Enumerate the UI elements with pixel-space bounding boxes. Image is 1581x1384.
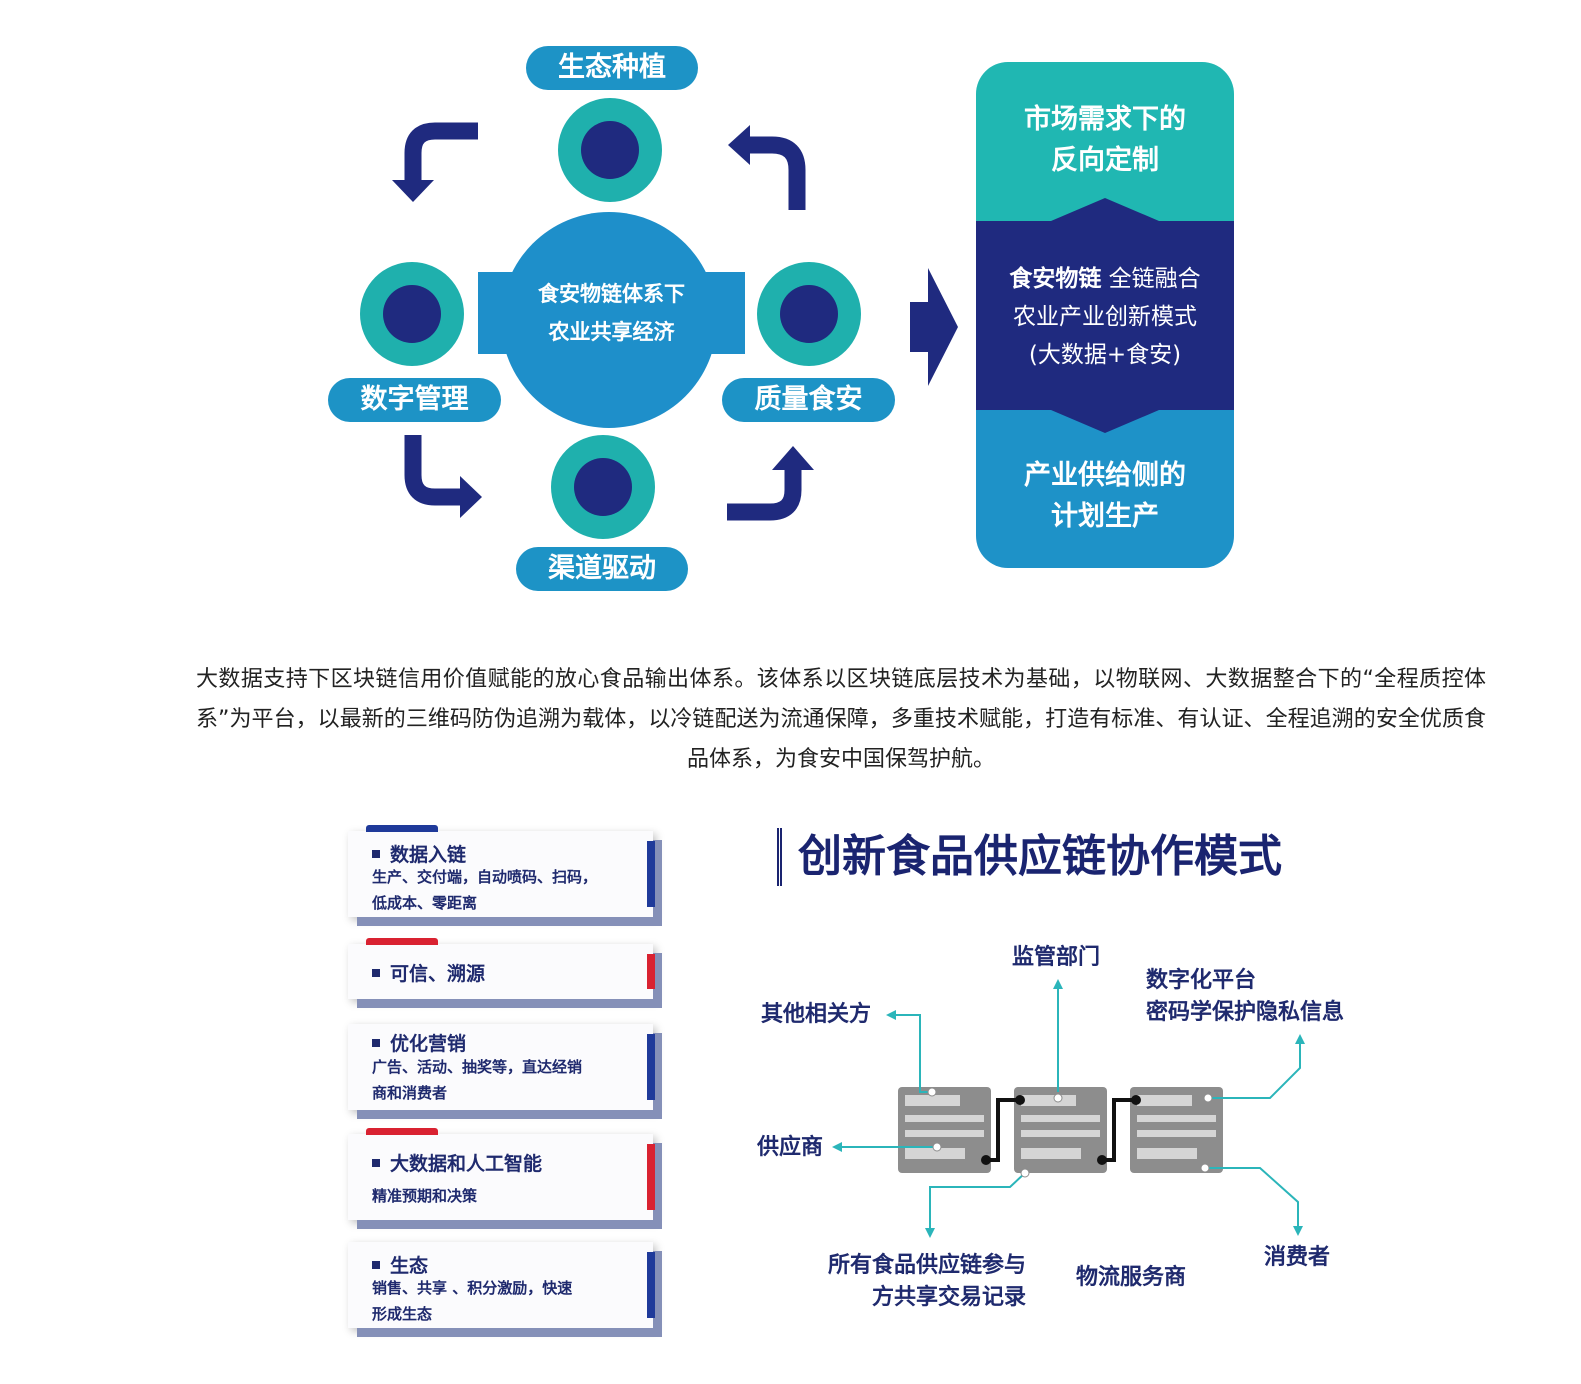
stack-middle-line1: 全链融合 (1108, 266, 1201, 292)
arrow-bottom-right (727, 470, 802, 521)
feature-card: 可信、溯源 (348, 938, 655, 999)
feature-card-desc: 生产、交付端，自动喷码、扫码，低成本、零距离 (372, 868, 598, 912)
label-channel-driven: 渠道驱动 (516, 547, 688, 591)
feature-card-title: 优化营销 (372, 1029, 466, 1056)
stack-bottom-text: 产业供给侧的 计划生产 (976, 455, 1234, 537)
stack-bottom-line1: 产业供给侧的 (1024, 460, 1186, 491)
feature-card-desc: 广告、活动、抽奖等，直达经销商和消费者 (372, 1058, 583, 1102)
brand-name: 食安物链 (1009, 266, 1102, 292)
cycle-arrows (392, 122, 814, 521)
stack-top-line2: 反向定制 (1051, 145, 1159, 176)
feature-card-title: 生态 (372, 1251, 428, 1278)
arrow-bottom-left (404, 435, 460, 506)
stack-middle-text: 食安物链 全链融合 农业产业创新模式 (大数据+食安) (976, 260, 1234, 374)
label-digital-management: 数字管理 (328, 378, 501, 422)
label-other-parties: 其他相关方 (761, 1002, 872, 1027)
label-supplier: 供应商 (757, 1135, 824, 1160)
label-consumer: 消费者 (1264, 1245, 1331, 1270)
arrow-top-right (750, 136, 806, 210)
feature-card: 大数据和人工智能 精准预期和决策 (348, 1128, 655, 1220)
label-ecological-planting: 生态种植 (526, 46, 698, 90)
stack-middle-line3: (大数据+食安) (1028, 342, 1182, 368)
block-group (898, 1087, 1223, 1173)
stack-chevrons (1051, 198, 1159, 433)
forward-arrow-icon (910, 268, 958, 386)
feature-card-title: 数据入链 (372, 840, 466, 867)
label-quality-safety: 质量食安 (722, 378, 895, 422)
description-paragraph: 大数据支持下区块链信用价值赋能的放心食品输出体系。该体系以区块链底层技术为基础，… (196, 667, 1486, 772)
node-top (558, 98, 662, 202)
label-platform: 数字化平台 密码学保护隐私信息 (1146, 968, 1345, 1025)
feature-card: 数据入链 生产、交付端，自动喷码、扫码，低成本、零距离 (348, 825, 655, 917)
center-label-line2: 农业共享经济 (548, 320, 675, 344)
node-right (757, 262, 861, 366)
stack-top-line1: 市场需求下的 (1024, 104, 1186, 135)
section-title: 创新食品供应链协作模式 (777, 828, 1282, 886)
feature-card-title: 大数据和人工智能 (372, 1149, 542, 1176)
arrow-top-left (404, 122, 478, 180)
stack-top-text: 市场需求下的 反向定制 (976, 99, 1234, 181)
feature-card: 优化营销 广告、活动、抽奖等，直达经销商和消费者 (348, 1024, 655, 1110)
feature-card-desc: 精准预期和决策 (372, 1187, 478, 1205)
label-regulator: 监管部门 (1012, 945, 1101, 970)
stack-bottom-line2: 计划生产 (1051, 501, 1159, 532)
center-label: 食安物链体系下 农业共享经济 (478, 272, 745, 354)
center-label-line1: 食安物链体系下 (538, 282, 685, 306)
node-left (360, 262, 464, 366)
blockchain-diagram (832, 979, 1305, 1238)
label-participants: 所有食品供应链参与 方共享交易记录 (827, 1253, 1026, 1310)
feature-card-title: 可信、溯源 (372, 959, 485, 986)
node-bottom (551, 435, 655, 539)
stack-middle-box (976, 221, 1234, 410)
feature-card-desc: 销售、共享 、积分激励，快速形成生态 (372, 1279, 573, 1323)
feature-card: 生态 销售、共享 、积分激励，快速形成生态 (348, 1242, 655, 1328)
label-logistics: 物流服务商 (1076, 1265, 1187, 1290)
stack-middle-line2: 农业产业创新模式 (1013, 304, 1197, 330)
